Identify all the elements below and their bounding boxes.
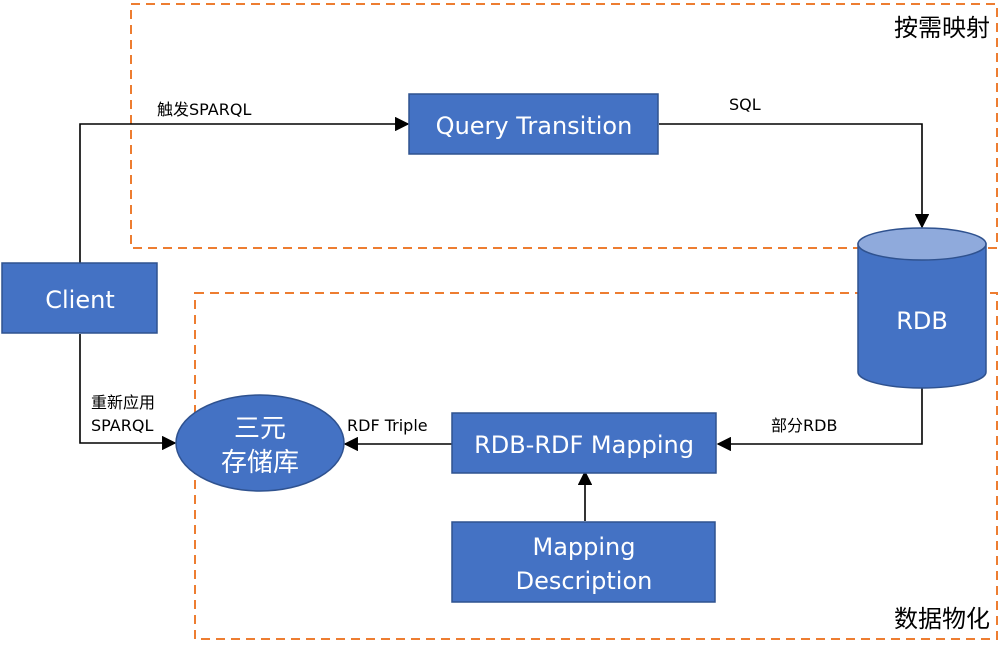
edge-partial-rdb — [716, 388, 923, 452]
node-rdb-rdf-mapping[interactable]: RDB-RDF Mapping — [451, 412, 717, 474]
edge-label-rdf-triple: RDF Triple — [347, 416, 428, 435]
rdb-cylinder-top — [857, 227, 987, 261]
node-rdb[interactable]: RDB — [857, 227, 987, 389]
edge-trigger-sparql — [79, 116, 410, 263]
edge-reapply-sparql — [79, 334, 177, 451]
edge-label-reapply-sparql-line2: SPARQL — [91, 416, 153, 435]
node-mapping-description-line1: Mapping — [533, 533, 636, 561]
node-query-transition[interactable]: Query Transition — [408, 93, 659, 155]
edge-label-trigger-sparql: 触发SPARQL — [157, 100, 251, 119]
rdb-cylinder-body — [857, 243, 987, 389]
node-triple-store-line2: 存储库 — [221, 448, 299, 478]
node-triple-store-line1: 三元 — [234, 414, 286, 444]
edge-label-sql: SQL — [729, 95, 761, 114]
edge-sql — [659, 123, 930, 229]
node-client[interactable]: Client — [1, 262, 158, 334]
node-triple-store[interactable]: 三元 存储库 — [175, 394, 345, 492]
node-rdb-label: RDB — [896, 307, 948, 335]
node-client-label: Client — [45, 286, 114, 314]
region-on-demand-label: 按需映射 — [894, 14, 990, 42]
node-mapping-description[interactable]: Mapping Description — [451, 521, 716, 603]
node-query-transition-label: Query Transition — [436, 112, 633, 140]
node-mapping-description-line2: Description — [516, 567, 653, 595]
edge-label-partial-rdb: 部分RDB — [771, 416, 837, 435]
node-rdb-rdf-mapping-label: RDB-RDF Mapping — [474, 431, 694, 459]
edge-label-reapply-sparql-line1: 重新应用 — [91, 393, 155, 412]
region-materialization-label: 数据物化 — [894, 605, 990, 633]
